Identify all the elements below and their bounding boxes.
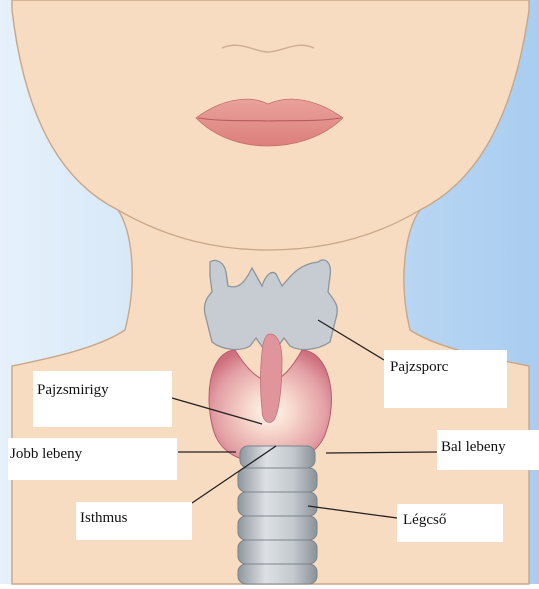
label-isthmus: Isthmus (76, 502, 192, 540)
label-bal-lebeny-text: Bal lebeny (441, 439, 506, 455)
label-jobb-lebeny: Jobb lebeny (8, 438, 177, 480)
label-pajzsmirigy: Pajzsmirigy (33, 371, 172, 427)
label-pajzsporc: Pajzsporc (384, 350, 507, 408)
label-isthmus-text: Isthmus (80, 510, 128, 526)
bottom-margin (0, 584, 539, 589)
label-jobb-lebeny-text: Jobb lebeny (10, 446, 82, 462)
label-legcso: Légcső (397, 504, 503, 542)
label-pajzsporc-text: Pajzsporc (390, 359, 448, 375)
label-legcso-text: Légcső (403, 512, 446, 528)
label-bal-lebeny: Bal lebeny (437, 430, 539, 470)
trachea (238, 446, 317, 584)
label-pajzsmirigy-text: Pajzsmirigy (37, 382, 109, 398)
